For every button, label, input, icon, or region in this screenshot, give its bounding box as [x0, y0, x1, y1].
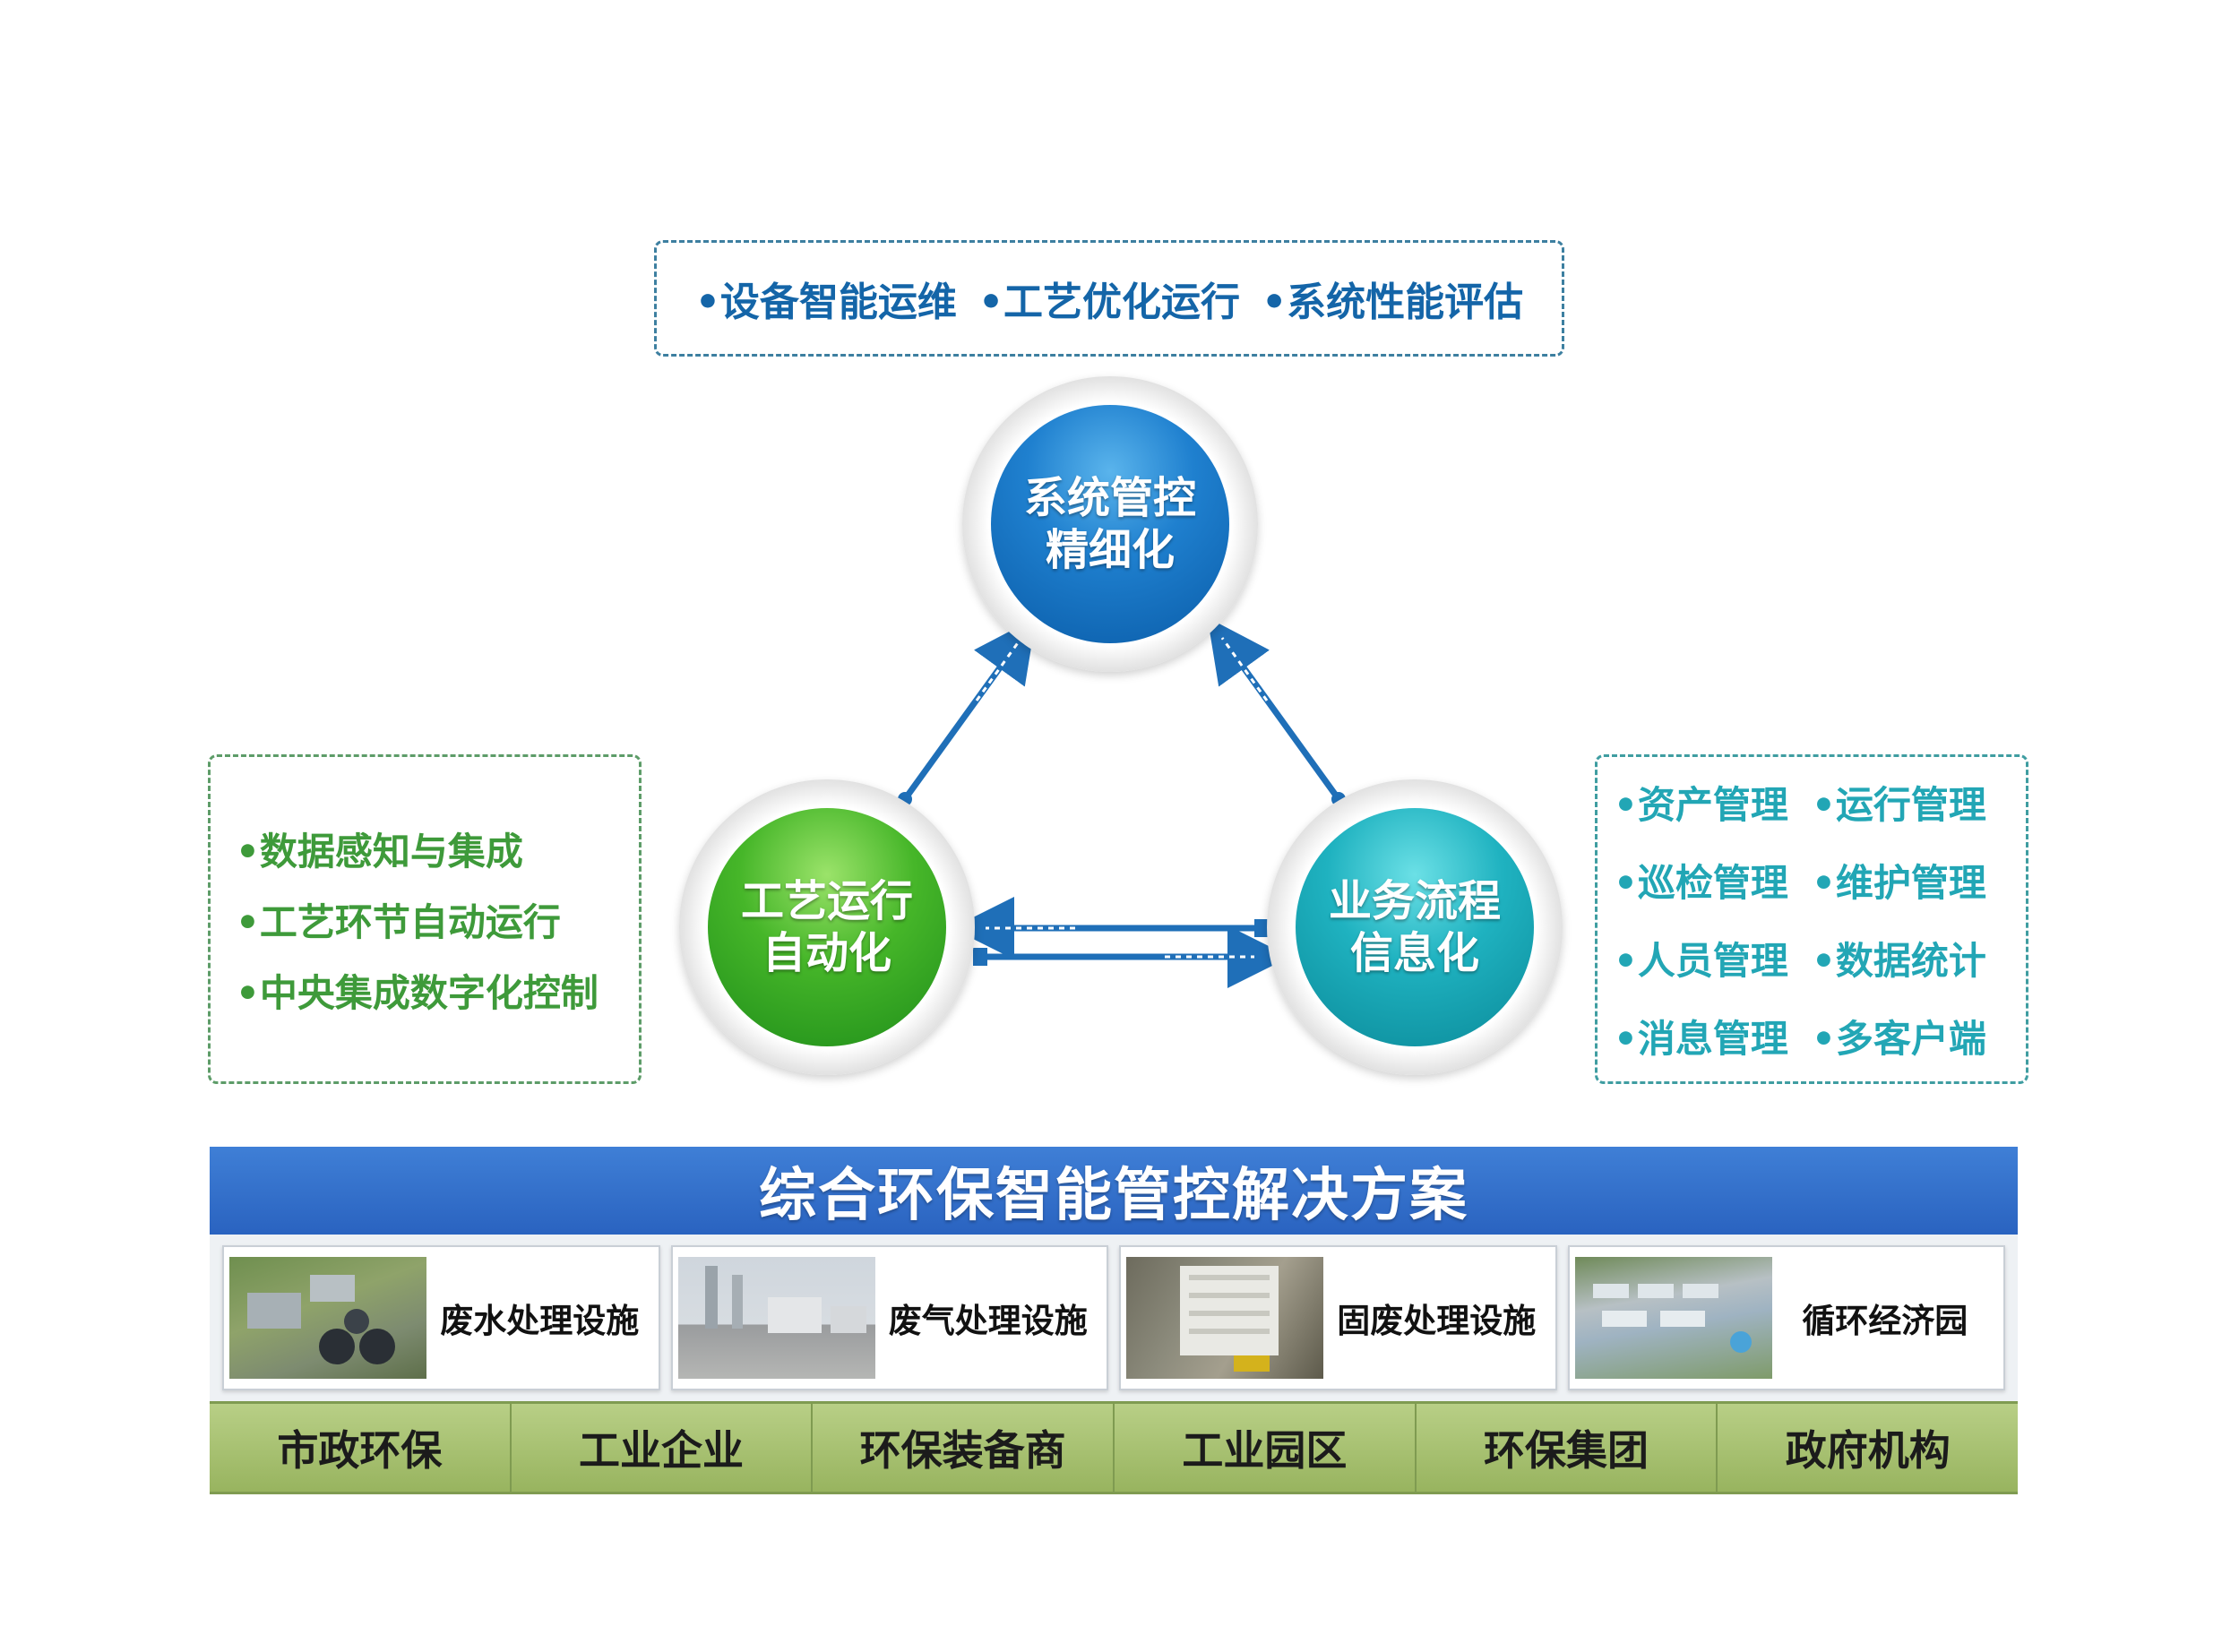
arrow-left-to-top — [902, 617, 1037, 802]
right-feature-item: •运行管理 — [1812, 783, 1986, 827]
left-feature-item: •数据感知与集成 — [236, 829, 523, 873]
right-feature-item: •维护管理 — [1812, 861, 1986, 905]
right-feature-item: •消息管理 — [1614, 1017, 1788, 1061]
facility-label: 固废处理设施 — [1337, 1302, 1537, 1340]
arrow-right-to-top — [1207, 617, 1341, 802]
right-feature-item: •数据统计 — [1812, 939, 1986, 983]
left-feature-item: •中央集成数字化控制 — [236, 970, 599, 1015]
facility-label: 废水处理设施 — [440, 1302, 640, 1340]
wastewater-plant-photo-icon — [229, 1257, 426, 1379]
facility-card: 废气处理设施 — [670, 1245, 1108, 1390]
facility-row: 废水处理设施 废气处理设施 固废处理设施 — [210, 1235, 2018, 1401]
exhaust-gas-plant-photo-icon — [677, 1257, 875, 1379]
right-feature-item: •巡检管理 — [1614, 861, 1788, 905]
category-cell: 市政环保 — [210, 1404, 512, 1492]
category-cell: 环保装备商 — [813, 1404, 1115, 1492]
facility-card: 废水处理设施 — [222, 1245, 660, 1390]
solid-waste-plant-photo-icon — [1126, 1257, 1323, 1379]
arrow-left-to-right-tail — [973, 948, 987, 966]
top-circle-line2: 精细化 — [1045, 525, 1175, 575]
facility-label: 循环经济园 — [1802, 1302, 1968, 1340]
left-feature-item: •工艺环节自动运行 — [236, 899, 561, 944]
facility-label: 废气处理设施 — [888, 1302, 1088, 1340]
top-feature-item: •系统性能评估 — [1262, 280, 1524, 325]
top-feature-item: •工艺优化运行 — [978, 280, 1241, 325]
right-circle-line1: 业务流程 — [1328, 876, 1501, 926]
right-feature-item: •资产管理 — [1614, 783, 1788, 827]
eco-park-photo-icon — [1574, 1257, 1772, 1379]
facility-card: 循环经济园 — [1567, 1245, 2005, 1390]
top-circle-node: 系统管控 精细化 — [991, 405, 1229, 643]
facility-card: 固废处理设施 — [1119, 1245, 1557, 1390]
right-circle-node: 业务流程 信息化 — [1296, 808, 1534, 1046]
banner-title: 综合环保智能管控解决方案 — [759, 1163, 1468, 1229]
right-feature-item: •多客户端 — [1812, 1017, 1986, 1061]
category-cell: 工业企业 — [511, 1404, 814, 1492]
arrow-right-to-top-dash — [1220, 637, 1269, 701]
top-feature-item: •设备智能运维 — [694, 280, 957, 325]
top-circle-line1: 系统管控 — [1023, 473, 1196, 523]
left-circle-line1: 工艺运行 — [740, 876, 913, 926]
left-circle-node: 工艺运行 自动化 — [708, 808, 946, 1046]
left-feature-box: •数据感知与集成 •工艺环节自动运行 •中央集成数字化控制 — [208, 754, 642, 1084]
right-feature-item: •人员管理 — [1614, 939, 1788, 983]
category-cell: 环保集团 — [1416, 1404, 1718, 1492]
top-feature-box: •设备智能运维 •工艺优化运行 •系统性能评估 — [654, 240, 1564, 357]
category-cell: 工业园区 — [1115, 1404, 1417, 1492]
customer-category-bar: 市政环保 工业企业 环保装备商 工业园区 环保集团 政府机构 — [210, 1401, 2019, 1494]
category-cell: 政府机构 — [1718, 1404, 2019, 1492]
solution-banner: 综合环保智能管控解决方案 — [210, 1147, 2018, 1235]
left-circle-line2: 自动化 — [762, 928, 891, 978]
right-feature-box: •资产管理 •运行管理 •巡检管理 •维护管理 •人员管理 •数据统计 •消息管… — [1595, 754, 2028, 1084]
right-circle-line2: 信息化 — [1349, 928, 1479, 978]
arrow-left-to-top-dash — [975, 637, 1023, 701]
